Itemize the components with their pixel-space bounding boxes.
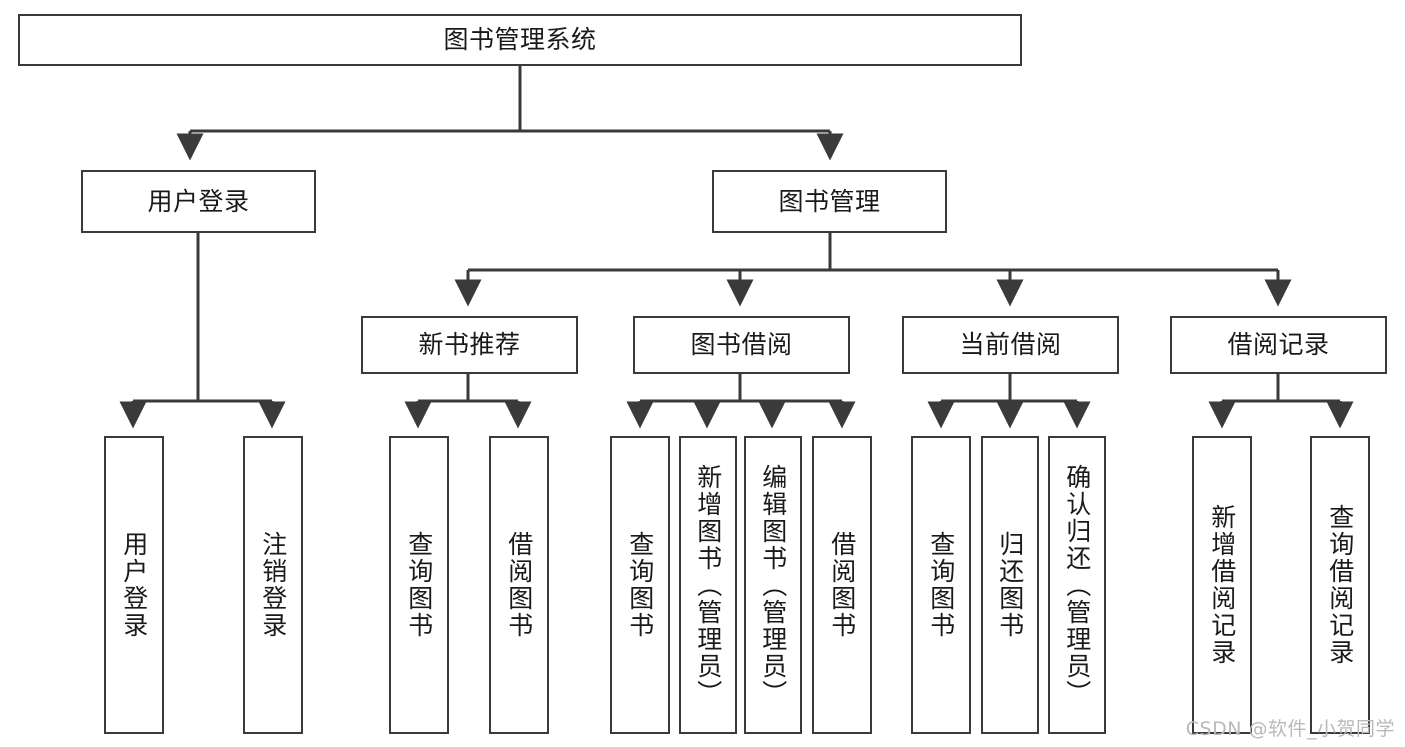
node-label: 图书管理系统	[443, 25, 597, 55]
node-new-book-recommend[interactable]: 新书推荐	[361, 316, 578, 374]
leaf-recommend-borrow-book[interactable]: 借阅图书	[489, 436, 549, 734]
node-label: 确认归还（管理员）	[1062, 463, 1092, 707]
leaf-records-add-record[interactable]: 新增借阅记录	[1192, 436, 1252, 734]
node-book-borrow[interactable]: 图书借阅	[633, 316, 850, 374]
leaf-recommend-query-book[interactable]: 查询图书	[389, 436, 449, 734]
node-root-system[interactable]: 图书管理系统	[18, 14, 1022, 66]
leaf-current-confirm-return-admin[interactable]: 确认归还（管理员）	[1048, 436, 1106, 734]
leaf-borrow-borrow-book[interactable]: 借阅图书	[812, 436, 872, 734]
node-label: 新书推荐	[418, 330, 521, 360]
node-user-login[interactable]: 用户登录	[81, 170, 316, 233]
node-label: 用户登录	[119, 531, 149, 639]
leaf-borrow-edit-book-admin[interactable]: 编辑图书（管理员）	[744, 436, 802, 734]
watermark: CSDN @软件_小贺同学	[1185, 718, 1395, 740]
node-label: 查询图书	[404, 531, 434, 639]
node-label: 当前借阅	[959, 330, 1062, 360]
leaf-borrow-add-book-admin[interactable]: 新增图书（管理员）	[679, 436, 737, 734]
node-label: 新增借阅记录	[1207, 504, 1237, 666]
node-label: 查询图书	[926, 531, 956, 639]
node-label: 图书管理	[778, 186, 881, 216]
node-borrow-records[interactable]: 借阅记录	[1170, 316, 1387, 374]
node-label: 图书借阅	[690, 330, 793, 360]
node-label: 借阅图书	[827, 531, 857, 639]
leaf-user-login-login[interactable]: 用户登录	[104, 436, 164, 734]
node-label: 查询图书	[625, 531, 655, 639]
node-book-management[interactable]: 图书管理	[712, 170, 947, 233]
node-label: 用户登录	[147, 186, 250, 216]
node-current-borrow[interactable]: 当前借阅	[902, 316, 1119, 374]
node-label: 新增图书（管理员）	[693, 463, 723, 707]
leaf-current-query-book[interactable]: 查询图书	[911, 436, 971, 734]
node-label: 归还图书	[995, 531, 1025, 639]
leaf-borrow-query-book[interactable]: 查询图书	[610, 436, 670, 734]
leaf-user-login-logout[interactable]: 注销登录	[243, 436, 303, 734]
node-label: 借阅记录	[1227, 330, 1330, 360]
leaf-current-return-book[interactable]: 归还图书	[981, 436, 1039, 734]
node-label: 编辑图书（管理员）	[758, 463, 788, 707]
node-label: 注销登录	[258, 531, 288, 639]
leaf-records-query-record[interactable]: 查询借阅记录	[1310, 436, 1370, 734]
node-label: 借阅图书	[504, 531, 534, 639]
node-label: 查询借阅记录	[1325, 504, 1355, 666]
